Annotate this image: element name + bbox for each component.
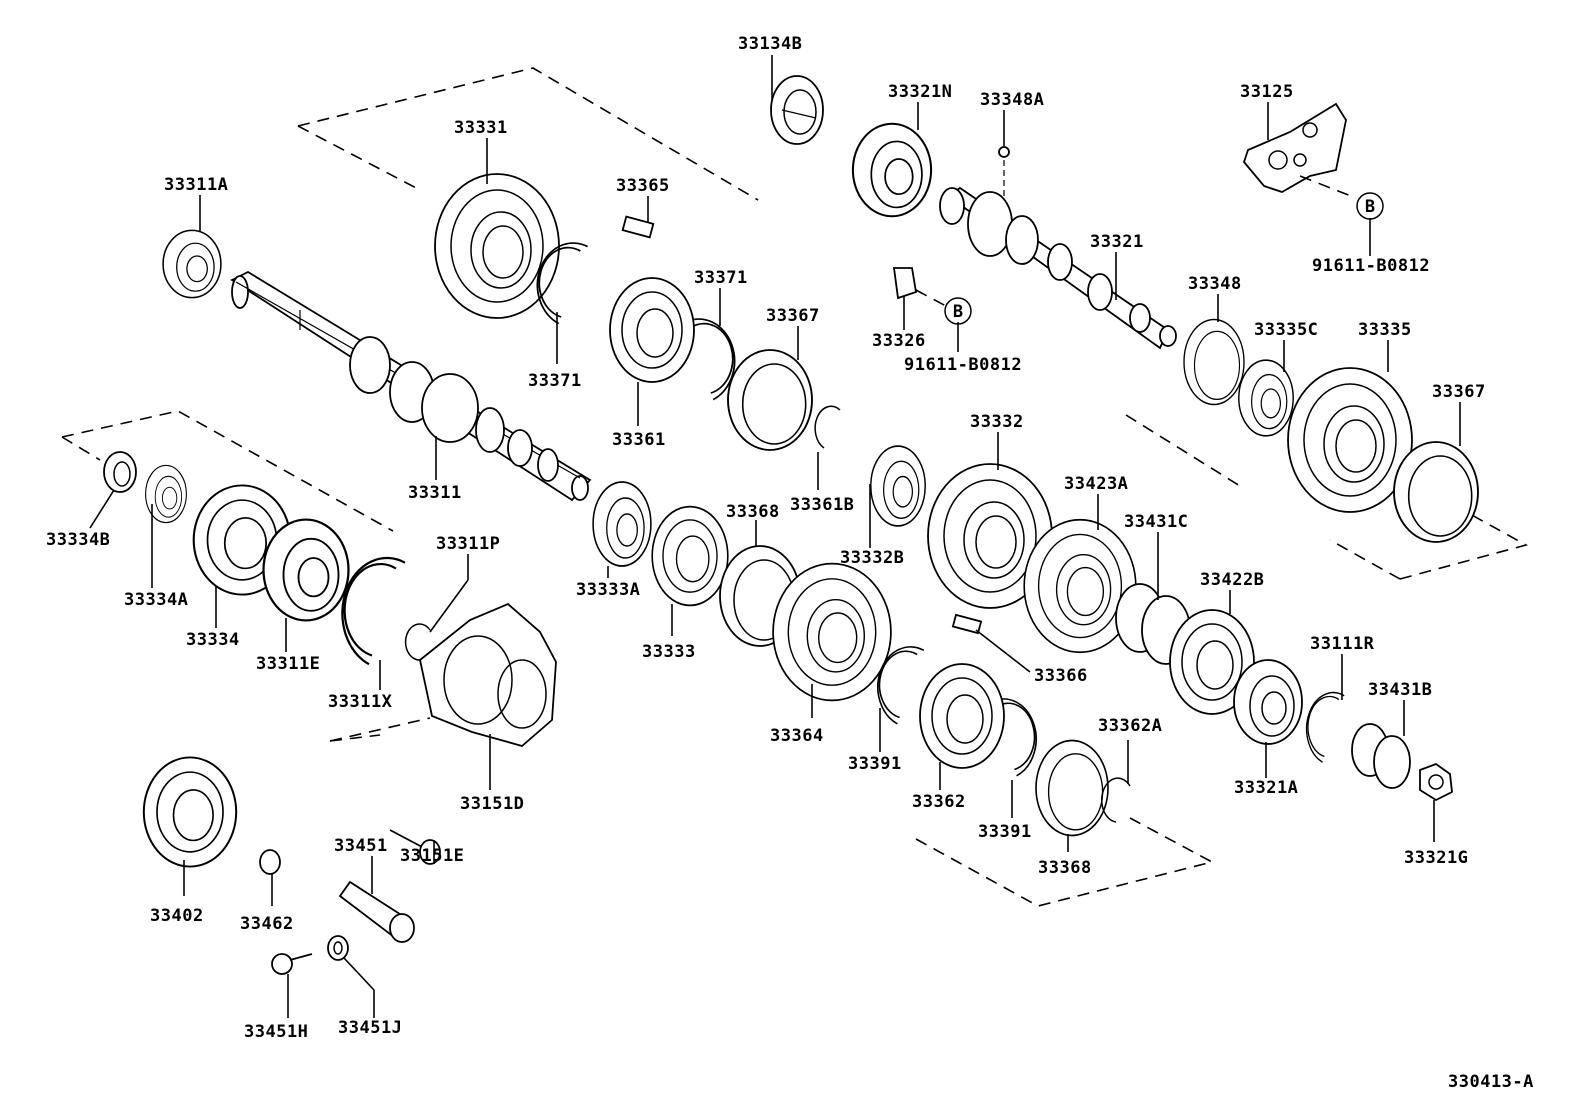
label-33366[interactable]: 33366 bbox=[1034, 666, 1088, 686]
label-33326[interactable]: 33326 bbox=[872, 331, 926, 351]
label-33321G[interactable]: 33321G bbox=[1404, 848, 1468, 868]
label-33321A[interactable]: 33321A bbox=[1234, 778, 1298, 798]
label-33333[interactable]: 33333 bbox=[642, 642, 696, 662]
label-33451[interactable]: 33451 bbox=[334, 836, 388, 856]
label-33402[interactable]: 33402 bbox=[150, 906, 204, 926]
label-33367-right[interactable]: 33367 bbox=[1432, 382, 1486, 402]
label-33333A[interactable]: 33333A bbox=[576, 580, 640, 600]
label-33451J[interactable]: 33451J bbox=[338, 1018, 402, 1038]
label-33335[interactable]: 33335 bbox=[1358, 320, 1412, 340]
output-shaft-33321 bbox=[939, 146, 1177, 350]
label-33331[interactable]: 33331 bbox=[454, 118, 508, 138]
label-33451H[interactable]: 33451H bbox=[244, 1022, 308, 1042]
label-33364[interactable]: 33364 bbox=[770, 726, 824, 746]
label-33362A[interactable]: 33362A bbox=[1098, 716, 1162, 736]
label-33151E[interactable]: 33151E bbox=[400, 846, 464, 866]
label-33125[interactable]: 33125 bbox=[1240, 82, 1294, 102]
label-33371-top[interactable]: 33371 bbox=[694, 268, 748, 288]
svg-text:B: B bbox=[1365, 197, 1375, 217]
label-33311[interactable]: 33311 bbox=[408, 483, 462, 503]
label-91611-B0812-mid[interactable]: 91611-B0812 bbox=[904, 355, 1022, 375]
label-33334B[interactable]: 33334B bbox=[46, 530, 110, 550]
label-33361B[interactable]: 33361B bbox=[790, 495, 854, 515]
label-33391-left[interactable]: 33391 bbox=[848, 754, 902, 774]
label-33431C[interactable]: 33431C bbox=[1124, 512, 1188, 532]
label-33367-top[interactable]: 33367 bbox=[766, 306, 820, 326]
ref-marker-b-mid: B bbox=[944, 297, 972, 325]
label-33422B[interactable]: 33422B bbox=[1200, 570, 1264, 590]
dashed-group-outlines bbox=[61, 67, 1529, 907]
part-shapes bbox=[103, 75, 1479, 975]
svg-text:B: B bbox=[953, 302, 963, 322]
label-91611-B0812-right[interactable]: 91611-B0812 bbox=[1312, 256, 1430, 276]
label-33348[interactable]: 33348 bbox=[1188, 274, 1242, 294]
label-33334[interactable]: 33334 bbox=[186, 630, 240, 650]
label-33151D[interactable]: 33151D bbox=[460, 794, 524, 814]
label-33462[interactable]: 33462 bbox=[240, 914, 294, 934]
ref-marker-b-right: B bbox=[1356, 192, 1384, 220]
label-33365[interactable]: 33365 bbox=[616, 176, 670, 196]
label-33311E[interactable]: 33311E bbox=[256, 654, 320, 674]
label-33334A[interactable]: 33334A bbox=[124, 590, 188, 610]
label-33111R[interactable]: 33111R bbox=[1310, 634, 1375, 654]
label-33431B[interactable]: 33431B bbox=[1368, 680, 1432, 700]
label-33368-mid[interactable]: 33368 bbox=[726, 502, 780, 522]
label-33311X[interactable]: 33311X bbox=[328, 692, 393, 712]
label-33321[interactable]: 33321 bbox=[1090, 232, 1144, 252]
leader-lines bbox=[89, 55, 1461, 1018]
label-33371-left[interactable]: 33371 bbox=[528, 371, 582, 391]
label-33362[interactable]: 33362 bbox=[912, 792, 966, 812]
part-labels: 33134B 33331 33311A 33365 33371 33371 33… bbox=[46, 34, 1534, 1092]
label-33332B[interactable]: 33332B bbox=[840, 548, 904, 568]
label-33361[interactable]: 33361 bbox=[612, 430, 666, 450]
label-33321N[interactable]: 33321N bbox=[888, 82, 952, 102]
label-33348A[interactable]: 33348A bbox=[980, 90, 1044, 110]
label-33332[interactable]: 33332 bbox=[970, 412, 1024, 432]
label-33335C[interactable]: 33335C bbox=[1254, 320, 1318, 340]
label-33134B[interactable]: 33134B bbox=[738, 34, 802, 54]
label-33311P[interactable]: 33311P bbox=[436, 534, 500, 554]
label-33368-bottom[interactable]: 33368 bbox=[1038, 858, 1092, 878]
label-33391-right[interactable]: 33391 bbox=[978, 822, 1032, 842]
diagram-id: 330413-A bbox=[1448, 1072, 1534, 1092]
label-33423A[interactable]: 33423A bbox=[1064, 474, 1128, 494]
label-33311A[interactable]: 33311A bbox=[164, 175, 228, 195]
input-shaft-33311 bbox=[230, 270, 592, 502]
